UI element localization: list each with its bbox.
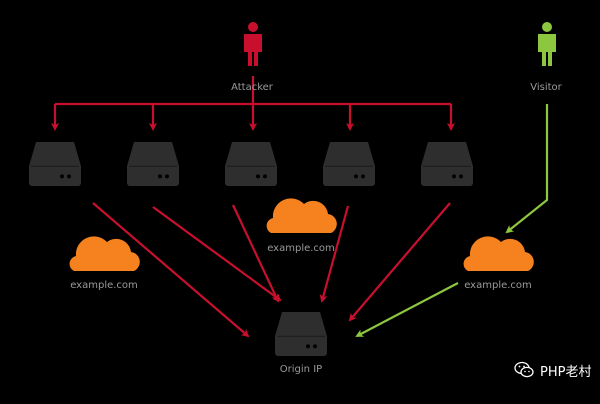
visitor-label: Visitor — [530, 82, 562, 93]
cloud-label-center: example.com — [267, 243, 335, 254]
attack-arrow-server-2-to-origin — [152, 206, 282, 302]
attack-arrow-server-5-to-origin — [348, 202, 451, 322]
visitor-icon — [538, 22, 556, 66]
attack-arrow-server-1-to-origin — [92, 202, 250, 338]
cloud-label-left: example.com — [70, 280, 138, 291]
cloud-icon-right — [463, 236, 534, 271]
cloud-icon-left — [69, 236, 140, 271]
watermark-text: PHP老村 — [540, 364, 592, 380]
attack-arrow-server-4-to-origin — [319, 205, 350, 303]
origin-label: Origin IP — [279, 364, 323, 375]
attacker-icon — [244, 22, 262, 66]
attack-arrow-server-3-to-origin — [232, 204, 280, 303]
watermark: PHP老村 — [514, 360, 591, 380]
server-icon-5 — [421, 142, 473, 186]
attacker-label: Attacker — [231, 82, 273, 93]
server-icon-1 — [29, 142, 81, 186]
visitor-arrow-to-cloud — [505, 104, 549, 234]
server-icon-3 — [225, 142, 277, 186]
server-icon-2 — [127, 142, 179, 186]
server-icon-4 — [323, 142, 375, 186]
wechat-icon — [514, 361, 534, 378]
origin-server-icon — [275, 312, 327, 356]
cloud-icon-center — [266, 198, 337, 233]
visitor-arrow-cloud-to-origin — [355, 282, 459, 337]
cloud-label-right: example.com — [464, 280, 532, 291]
